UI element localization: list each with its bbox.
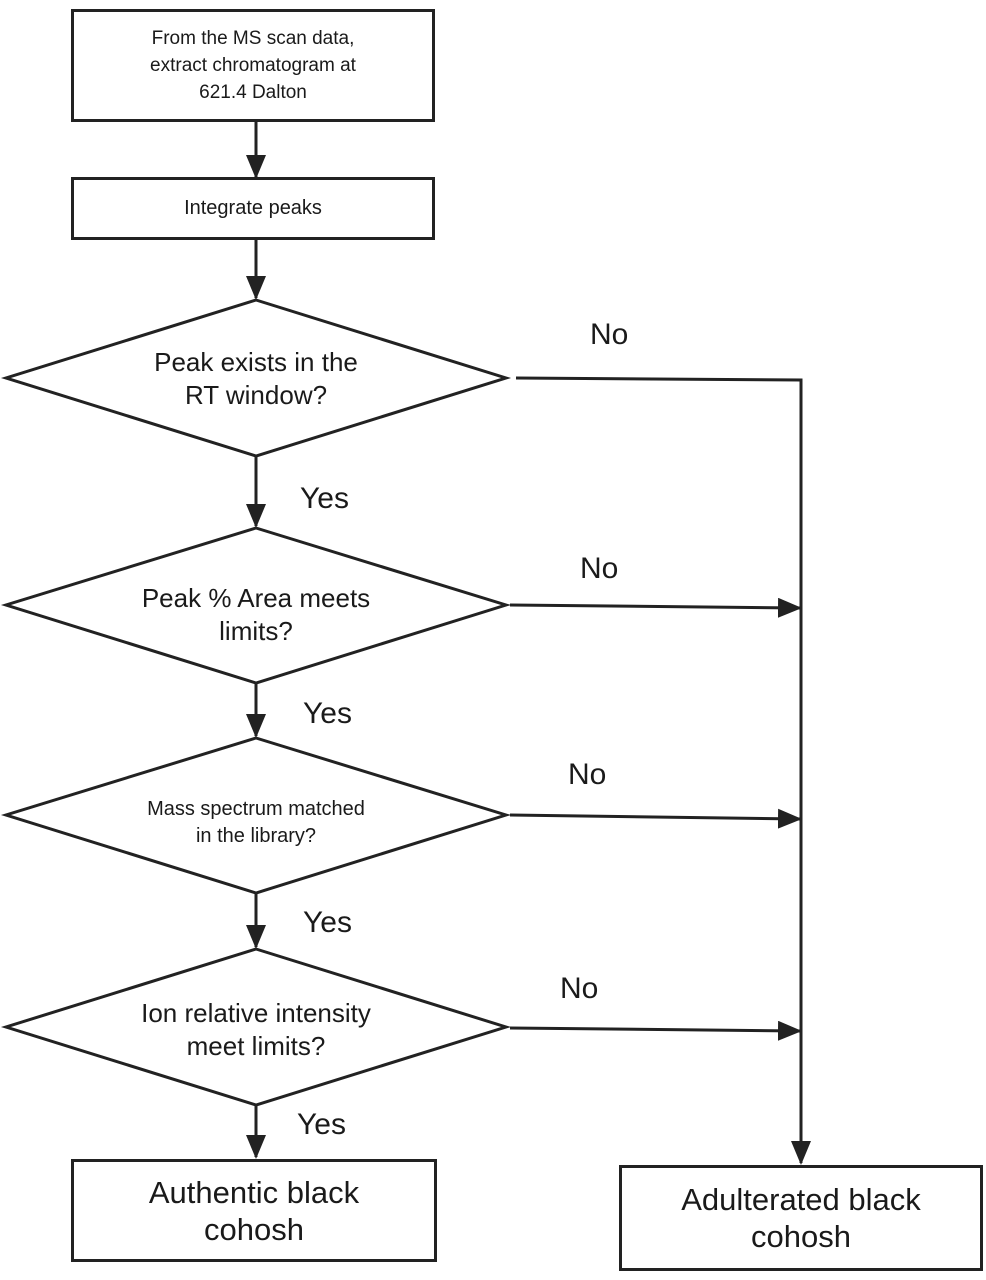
decision-text-rt-window: Peak exists in the RT window?	[106, 346, 406, 412]
authentic-outcome-line: cohosh	[204, 1211, 304, 1247]
no-arrow-ion-intensity	[509, 1020, 802, 1041]
decision-line: Peak exists in the	[154, 347, 358, 377]
decision-line: Peak % Area meets	[141, 583, 371, 613]
no-arrow-library-match	[509, 808, 802, 829]
decision-line: limits?	[219, 616, 293, 646]
extract-chromatogram-step: From the MS scan data, extract chromatog…	[71, 9, 435, 122]
decision-line: Ion relative intensity	[141, 998, 371, 1028]
integrate-step-line: Integrate peaks	[184, 197, 322, 219]
yes-label-area-limits: Yes	[303, 697, 352, 730]
no-arrow-area-limits	[509, 597, 802, 618]
no-label-rt-window: No	[590, 318, 629, 351]
decision-text-area-limits: Peak % Area meets limits?	[96, 582, 416, 648]
decision-text-library-match: Mass spectrum matched in the library?	[96, 795, 416, 851]
extract-step-line: 621.4 Dalton	[199, 82, 307, 103]
yes-label-library-match: Yes	[303, 906, 352, 939]
authentic-outcome-box: Authentic black cohosh	[71, 1159, 437, 1262]
decision-line: Mass spectrum matched	[147, 798, 365, 820]
yes-label-ion-intensity: Yes	[297, 1108, 346, 1141]
extract-step-line: extract chromatogram at	[150, 55, 356, 76]
decision-line: meet limits?	[186, 1031, 326, 1061]
decision-text-ion-intensity: Ion relative intensity meet limits?	[96, 997, 416, 1063]
no-label-ion-intensity: No	[560, 972, 599, 1005]
no-line-rt-window	[515, 376, 811, 1165]
decision-line: in the library?	[195, 825, 317, 847]
authentic-outcome-line: Authentic black	[148, 1174, 360, 1210]
no-label-library-match: No	[568, 758, 607, 791]
extract-step-line: From the MS scan data,	[151, 28, 355, 49]
yes-label-rt-window: Yes	[300, 482, 349, 515]
decision-line: RT window?	[184, 380, 328, 410]
adulterated-outcome-box: Adulterated black cohosh	[619, 1165, 983, 1271]
integrate-peaks-step: Integrate peaks	[71, 177, 435, 240]
adulterated-outcome-line: cohosh	[751, 1219, 851, 1254]
no-label-area-limits: No	[580, 552, 619, 585]
adulterated-outcome-line: Adulterated black	[681, 1182, 921, 1217]
